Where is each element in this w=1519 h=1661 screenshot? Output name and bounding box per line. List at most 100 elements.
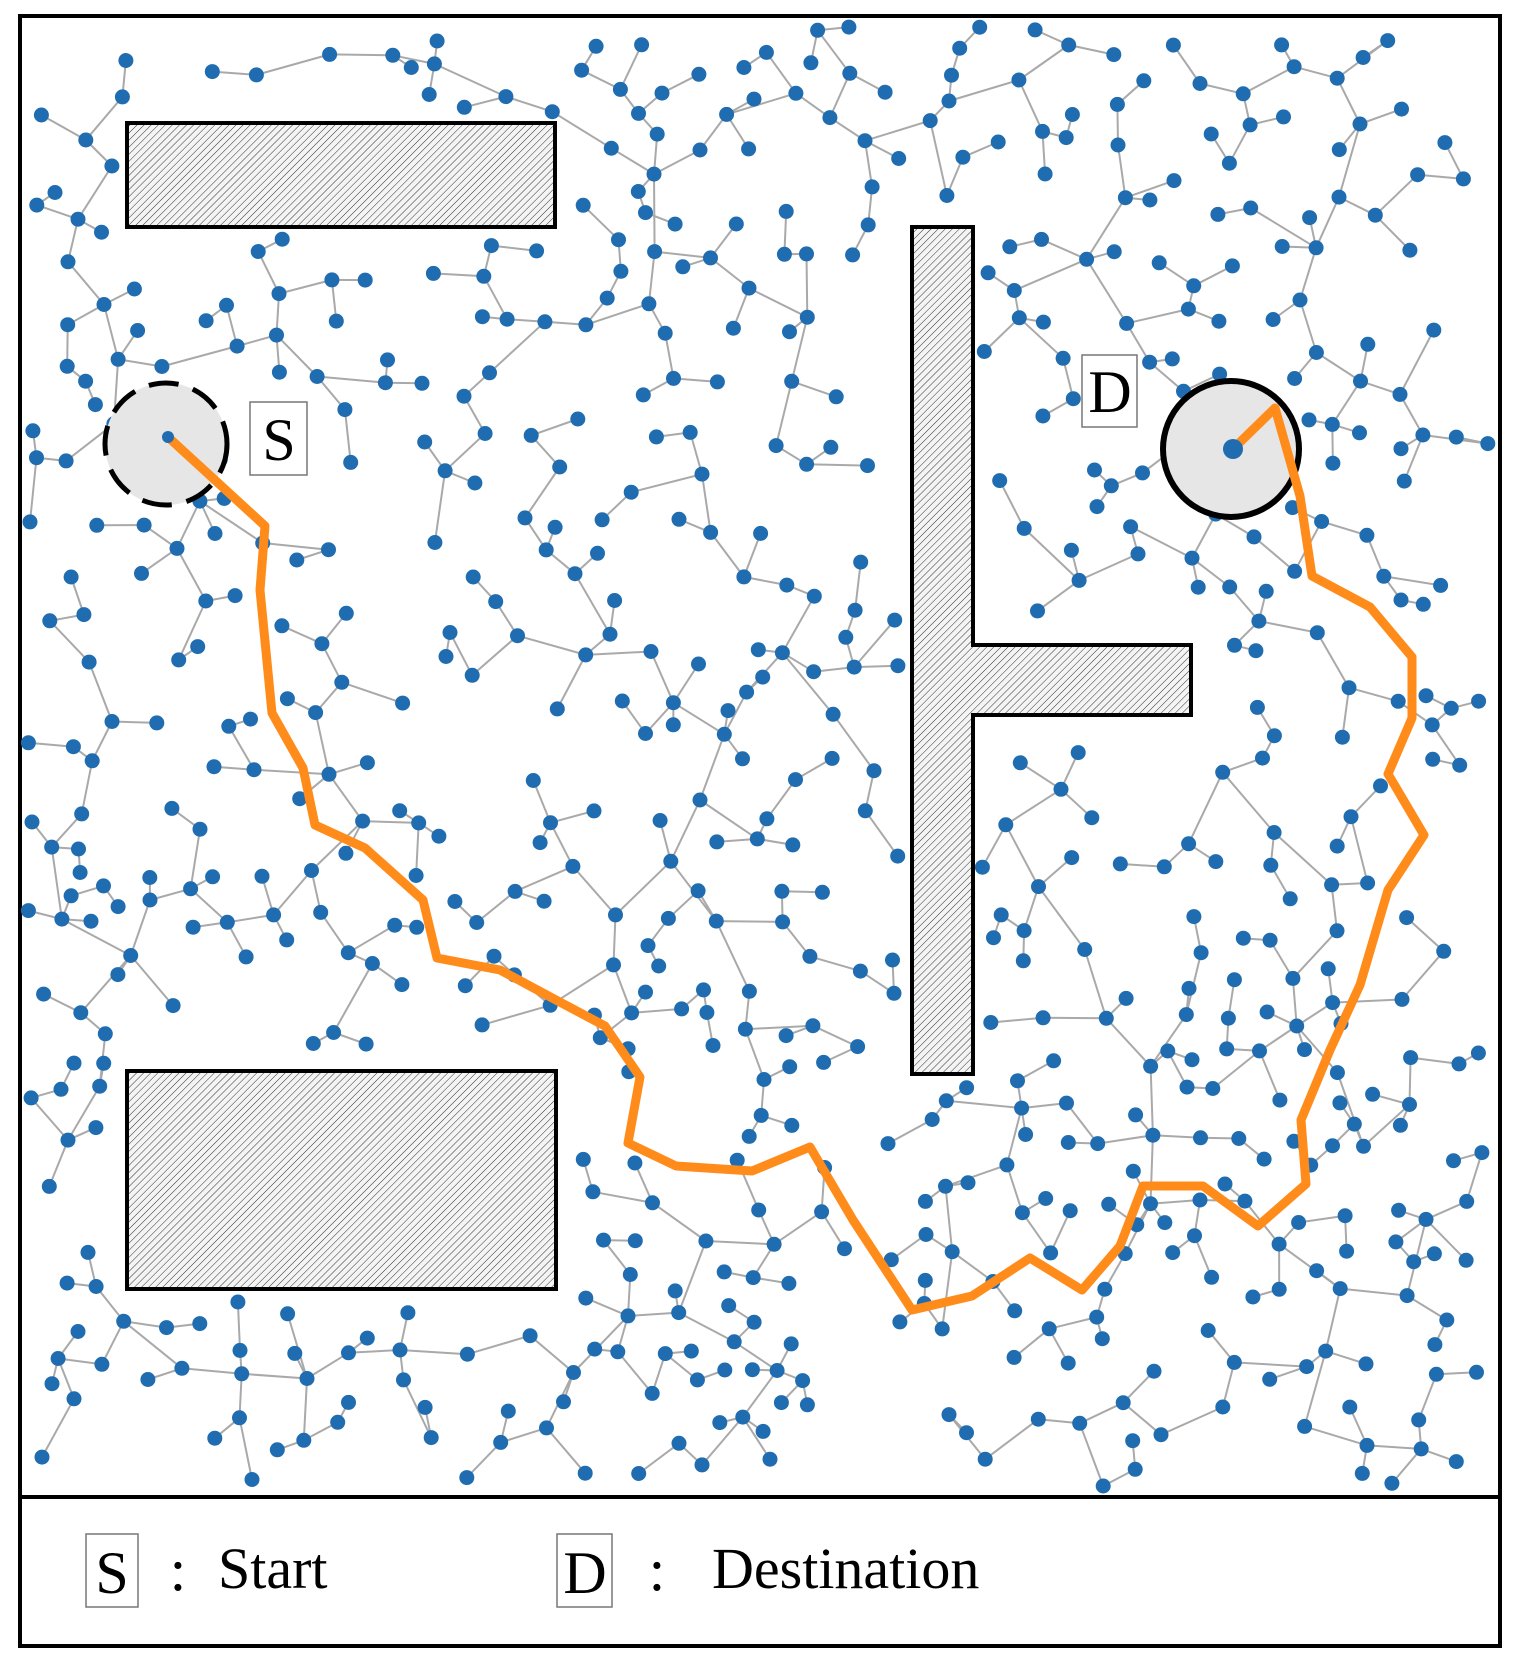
tree-edge [1048, 1316, 1097, 1330]
tree-node [938, 1178, 953, 1194]
tree-node [823, 439, 839, 455]
tree-edge [532, 780, 552, 824]
tree-node [1087, 462, 1102, 478]
tree-node [737, 1021, 753, 1037]
tree-edge [101, 1320, 125, 1365]
tree-node [334, 674, 350, 690]
tree-edge [80, 954, 132, 1014]
tree-node [1471, 693, 1487, 709]
tree-node [766, 1236, 782, 1252]
tree-node [154, 359, 170, 374]
tree-node [469, 915, 485, 930]
tree-node [116, 1313, 132, 1329]
tree-node [588, 38, 604, 54]
tree-edge [1097, 1134, 1154, 1145]
tree-edge [705, 1240, 775, 1246]
tree-edge [1315, 196, 1340, 249]
tree-edge [1005, 1107, 1023, 1166]
tree-edge [816, 29, 851, 74]
tree-node [230, 1294, 246, 1310]
tree-node [644, 1385, 660, 1401]
tree-node [779, 577, 795, 593]
tree-node [744, 1362, 760, 1378]
tree-node [308, 705, 324, 721]
tree-edge [853, 619, 896, 668]
tree-node [784, 373, 800, 389]
tree-edge [176, 547, 207, 602]
tree-node [1302, 210, 1318, 226]
tree-node [1192, 1192, 1208, 1208]
tree-edge [402, 1379, 433, 1439]
tree-edge [812, 1024, 859, 1048]
tree-node [877, 84, 893, 100]
tree-edge [1005, 788, 1062, 826]
tree-node [1287, 371, 1303, 386]
tree-edge [433, 272, 484, 278]
tree-node [1406, 1254, 1422, 1270]
tree-node [431, 828, 447, 844]
tree-node [696, 982, 711, 998]
tree-node [691, 656, 706, 672]
tree-node [1390, 693, 1406, 709]
tree-node [529, 243, 545, 259]
tree-edge [80, 760, 94, 815]
tree-edge [654, 250, 711, 259]
tree-edge [415, 822, 420, 876]
tree-node [1455, 171, 1471, 187]
tree-edge [467, 1334, 531, 1356]
tree-edge [1321, 520, 1368, 537]
tree-node [1403, 1050, 1419, 1066]
tree-node [88, 1120, 104, 1136]
tree-node [960, 1175, 976, 1191]
tree-node [94, 1356, 110, 1372]
tree-node [140, 1372, 156, 1387]
tree-node [552, 459, 568, 475]
tree-node [1058, 130, 1074, 146]
tree-node [1255, 750, 1270, 766]
tree-node [1318, 1343, 1334, 1359]
tree-node [750, 642, 766, 658]
tree-node [321, 766, 337, 782]
tree-edge [806, 463, 868, 467]
tree-node [1038, 1191, 1054, 1206]
tree-node [692, 142, 708, 158]
tree-node [321, 542, 336, 558]
tree-edge [715, 920, 751, 992]
tree-node [1339, 1243, 1355, 1259]
tree-node [857, 803, 873, 819]
tree-node [227, 588, 243, 604]
tree-node [190, 639, 206, 655]
tree-node [22, 514, 38, 530]
tree-node [96, 1055, 112, 1071]
tree-node [425, 265, 441, 281]
tree-node [720, 703, 736, 719]
tree-node [1399, 910, 1415, 926]
tree-node [87, 397, 103, 413]
tree-edge [716, 920, 783, 923]
tree-edge [1330, 884, 1338, 931]
tree-node [1041, 1321, 1057, 1337]
tree-node [698, 1233, 714, 1249]
tree-node [1451, 1056, 1467, 1072]
tree-node [1002, 239, 1018, 255]
tree-edge [612, 914, 617, 965]
tree-node [47, 185, 63, 200]
tree-node [860, 458, 875, 474]
tree-node [34, 1449, 50, 1465]
tree-edge [332, 963, 374, 1033]
tree-node [802, 948, 818, 964]
tree-edge [709, 257, 750, 289]
tree-node [1258, 583, 1274, 599]
tree-node [934, 1321, 950, 1337]
tree-node [408, 868, 424, 883]
tree-node [1329, 838, 1345, 854]
tree-node [590, 545, 605, 561]
tree-node [643, 644, 659, 659]
tree-node [671, 1305, 687, 1321]
tree-edge [854, 561, 862, 611]
tree-node [974, 859, 990, 875]
tree-node [1027, 22, 1043, 38]
tree-edge [650, 651, 675, 704]
tree-node [674, 1001, 690, 1017]
tree-edge [556, 654, 587, 710]
